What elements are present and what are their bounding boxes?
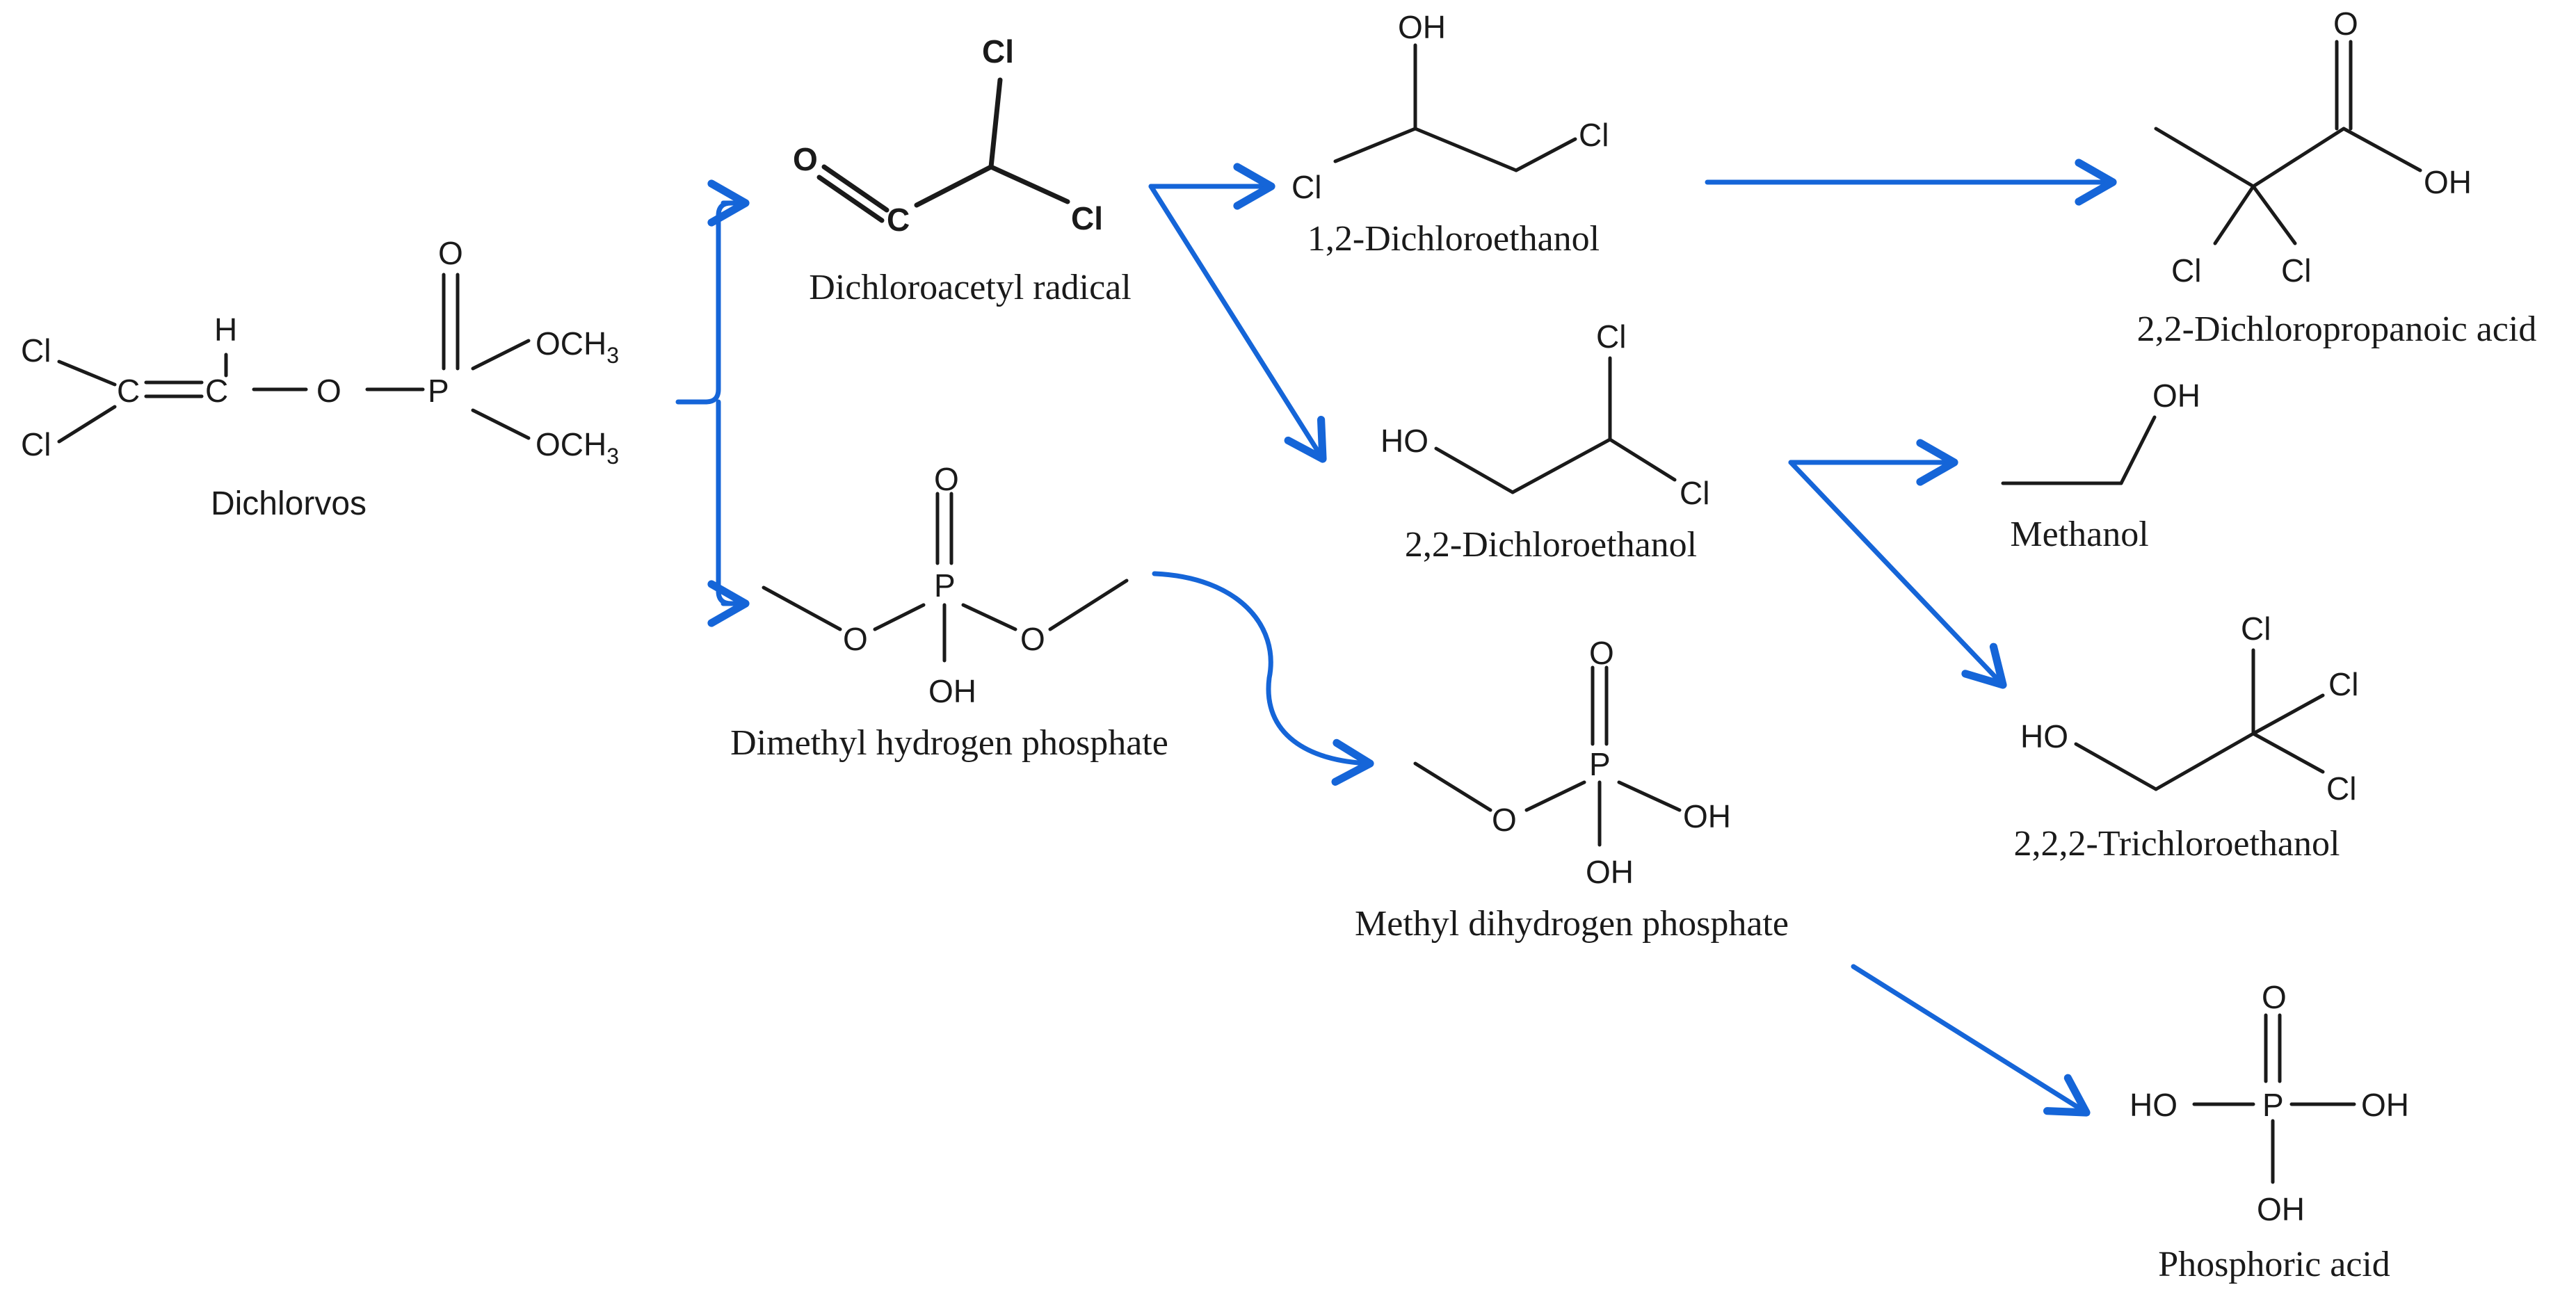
dichlorvos-atom-och3-1: OCH3 [536, 325, 619, 368]
dimethyl-hydrogen-phosphate-atom-o-right: O [1020, 621, 1045, 657]
1-2-dichloroethanol-atom-cl2: Cl [1579, 117, 1609, 153]
methanol-bonds [2001, 415, 2157, 485]
methyl-dihydrogen-phosphate-atom-oh1: OH [1683, 798, 1731, 834]
dichlorvos-atom-p: P [428, 373, 449, 409]
dichlorvos-atom-cl2: Cl [21, 426, 51, 462]
molecule-phosphoric-acid: O HO P OH OH Phosphoric acid [2130, 979, 2409, 1284]
dimethyl-hydrogen-phosphate-atom-o-left: O [843, 621, 868, 657]
2-2-2-trichloroethanol-atom-cl3: Cl [2326, 770, 2356, 807]
methyl-dihydrogen-phosphate-label: Methyl dihydrogen phosphate [1355, 904, 1789, 944]
arrow-dichloroacetyl-to-2-2-dichloroethanol [1148, 184, 1327, 463]
methyl-dihydrogen-phosphate-atom-o-left: O [1492, 802, 1517, 838]
molecule-dichloroacetyl-radical: O C Cl Cl Dichloroacetyl radical [793, 33, 1132, 307]
phosphoric-acid-atom-ho: HO [2130, 1087, 2177, 1123]
dichlorvos-bonds [57, 273, 531, 444]
2-2-2-trichloroethanol-label: 2,2,2-Trichloroethanol [2014, 824, 2340, 864]
2-2-dichloropropanoic-acid-label: 2,2-Dichloropropanoic acid [2137, 309, 2537, 349]
1-2-dichloroethanol-atom-oh: OH [1398, 9, 1446, 45]
molecule-methanol: OH Methanol [2001, 378, 2200, 554]
2-2-dichloroethanol-atom-ho: HO [1380, 423, 1428, 459]
phosphoric-acid-bonds [2192, 1013, 2356, 1184]
2-2-dichloroethanol-atom-cl2: Cl [1680, 475, 1709, 511]
dichlorvos-atom-o-double: O [438, 235, 463, 271]
dichloroacetyl-radical-label: Dichloroacetyl radical [809, 268, 1131, 307]
split-bracket [675, 200, 747, 606]
methyl-dihydrogen-phosphate-atom-p: P [1589, 746, 1611, 782]
molecule-2-2-dichloropropanoic-acid: O OH Cl Cl 2,2-Dichloropropanoic acid [2137, 6, 2537, 349]
phosphoric-acid-label: Phosphoric acid [2158, 1245, 2390, 1284]
phosphoric-acid-atom-oh1: OH [2361, 1087, 2409, 1123]
2-2-dichloropropanoic-acid-atom-oh: OH [2424, 164, 2472, 200]
dichlorvos-atom-o: O [316, 373, 341, 409]
arrow-methyl-dihydrogen-to-phosphoric-acid [1851, 964, 2091, 1117]
dimethyl-hydrogen-phosphate-atom-oh: OH [928, 673, 976, 709]
dichloroacetyl-radical-atom-c: C [887, 202, 910, 238]
phosphoric-acid-atom-oh2: OH [2257, 1191, 2305, 1227]
dichloroacetyl-radical-bonds [816, 77, 1070, 223]
2-2-dichloropropanoic-acid-atom-cl1: Cl [2171, 252, 2201, 289]
reaction-arrows [675, 159, 2117, 1117]
arrow-2-2-dichloroethanol-to-trichloroethanol [1788, 460, 2007, 689]
molecule-methyl-dihydrogen-phosphate: O P O OH OH Methyl dihydrogen phosphate [1355, 635, 1789, 944]
methyl-dihydrogen-phosphate-atom-o-top: O [1589, 635, 1614, 671]
dichlorvos-label: Dichlorvos [211, 485, 367, 522]
methyl-dihydrogen-phosphate-bonds [1413, 665, 1682, 847]
dichlorvos-atom-c1: C [117, 373, 140, 409]
dichloroacetyl-radical-atom-cl2: Cl [1071, 200, 1103, 236]
arrow-dimethyl-to-methyl-dihydrogen-phosphate [1152, 571, 1374, 786]
2-2-2-trichloroethanol-bonds [2074, 648, 2325, 791]
2-2-dichloropropanoic-acid-atom-o: O [2333, 6, 2358, 42]
phosphoric-acid-atom-p: P [2262, 1087, 2284, 1123]
molecule-2-2-dichloroethanol: Cl HO Cl 2,2-Dichloroethanol [1380, 318, 1709, 565]
molecule-2-2-2-trichloroethanol: Cl Cl Cl HO 2,2,2-Trichloroethanol [2014, 611, 2359, 864]
1-2-dichloroethanol-bonds [1333, 43, 1577, 172]
phosphoric-acid-atom-o: O [2262, 979, 2287, 1015]
dichloroacetyl-radical-atom-o: O [793, 141, 818, 177]
dichlorvos-atom-h: H [214, 312, 237, 348]
methanol-label: Methanol [2010, 515, 2148, 554]
2-2-2-trichloroethanol-atom-ho: HO [2020, 718, 2068, 754]
2-2-2-trichloroethanol-atom-cl2: Cl [2328, 666, 2358, 702]
molecule-dimethyl-hydrogen-phosphate: O P O O OH Dimethyl hydrogen phosphate [730, 461, 1168, 763]
2-2-dichloroethanol-bonds [1434, 356, 1677, 494]
2-2-dichloropropanoic-acid-atom-cl2: Cl [2281, 252, 2311, 289]
dimethyl-hydrogen-phosphate-bonds [762, 492, 1129, 663]
dichlorvos-atom-c2: C [205, 373, 228, 409]
methanol-atom-oh: OH [2152, 378, 2200, 414]
1-2-dichloroethanol-label: 1,2-Dichloroethanol [1307, 219, 1600, 259]
molecule-1-2-dichloroethanol: OH Cl Cl 1,2-Dichloroethanol [1291, 9, 1609, 259]
dimethyl-hydrogen-phosphate-label: Dimethyl hydrogen phosphate [730, 723, 1168, 763]
dichloroacetyl-radical-atom-cl1: Cl [982, 33, 1014, 70]
2-2-dichloroethanol-atom-cl1: Cl [1596, 318, 1626, 355]
2-2-dichloropropanoic-acid-bonds [2154, 40, 2422, 245]
dimethyl-hydrogen-phosphate-atom-p: P [934, 567, 956, 604]
1-2-dichloroethanol-atom-cl1: Cl [1291, 169, 1321, 205]
methyl-dihydrogen-phosphate-atom-oh2: OH [1586, 854, 1634, 890]
dimethyl-hydrogen-phosphate-atom-o-top: O [934, 461, 959, 497]
2-2-dichloroethanol-label: 2,2-Dichloroethanol [1405, 525, 1697, 565]
2-2-2-trichloroethanol-atom-cl1: Cl [2241, 611, 2271, 647]
molecule-dichlorvos: Cl Cl C C H O P O OCH3 OCH3 Dichlorvos [21, 235, 619, 522]
dichlorvos-atom-cl1: Cl [21, 332, 51, 369]
dichlorvos-atom-och3-2: OCH3 [536, 426, 619, 469]
